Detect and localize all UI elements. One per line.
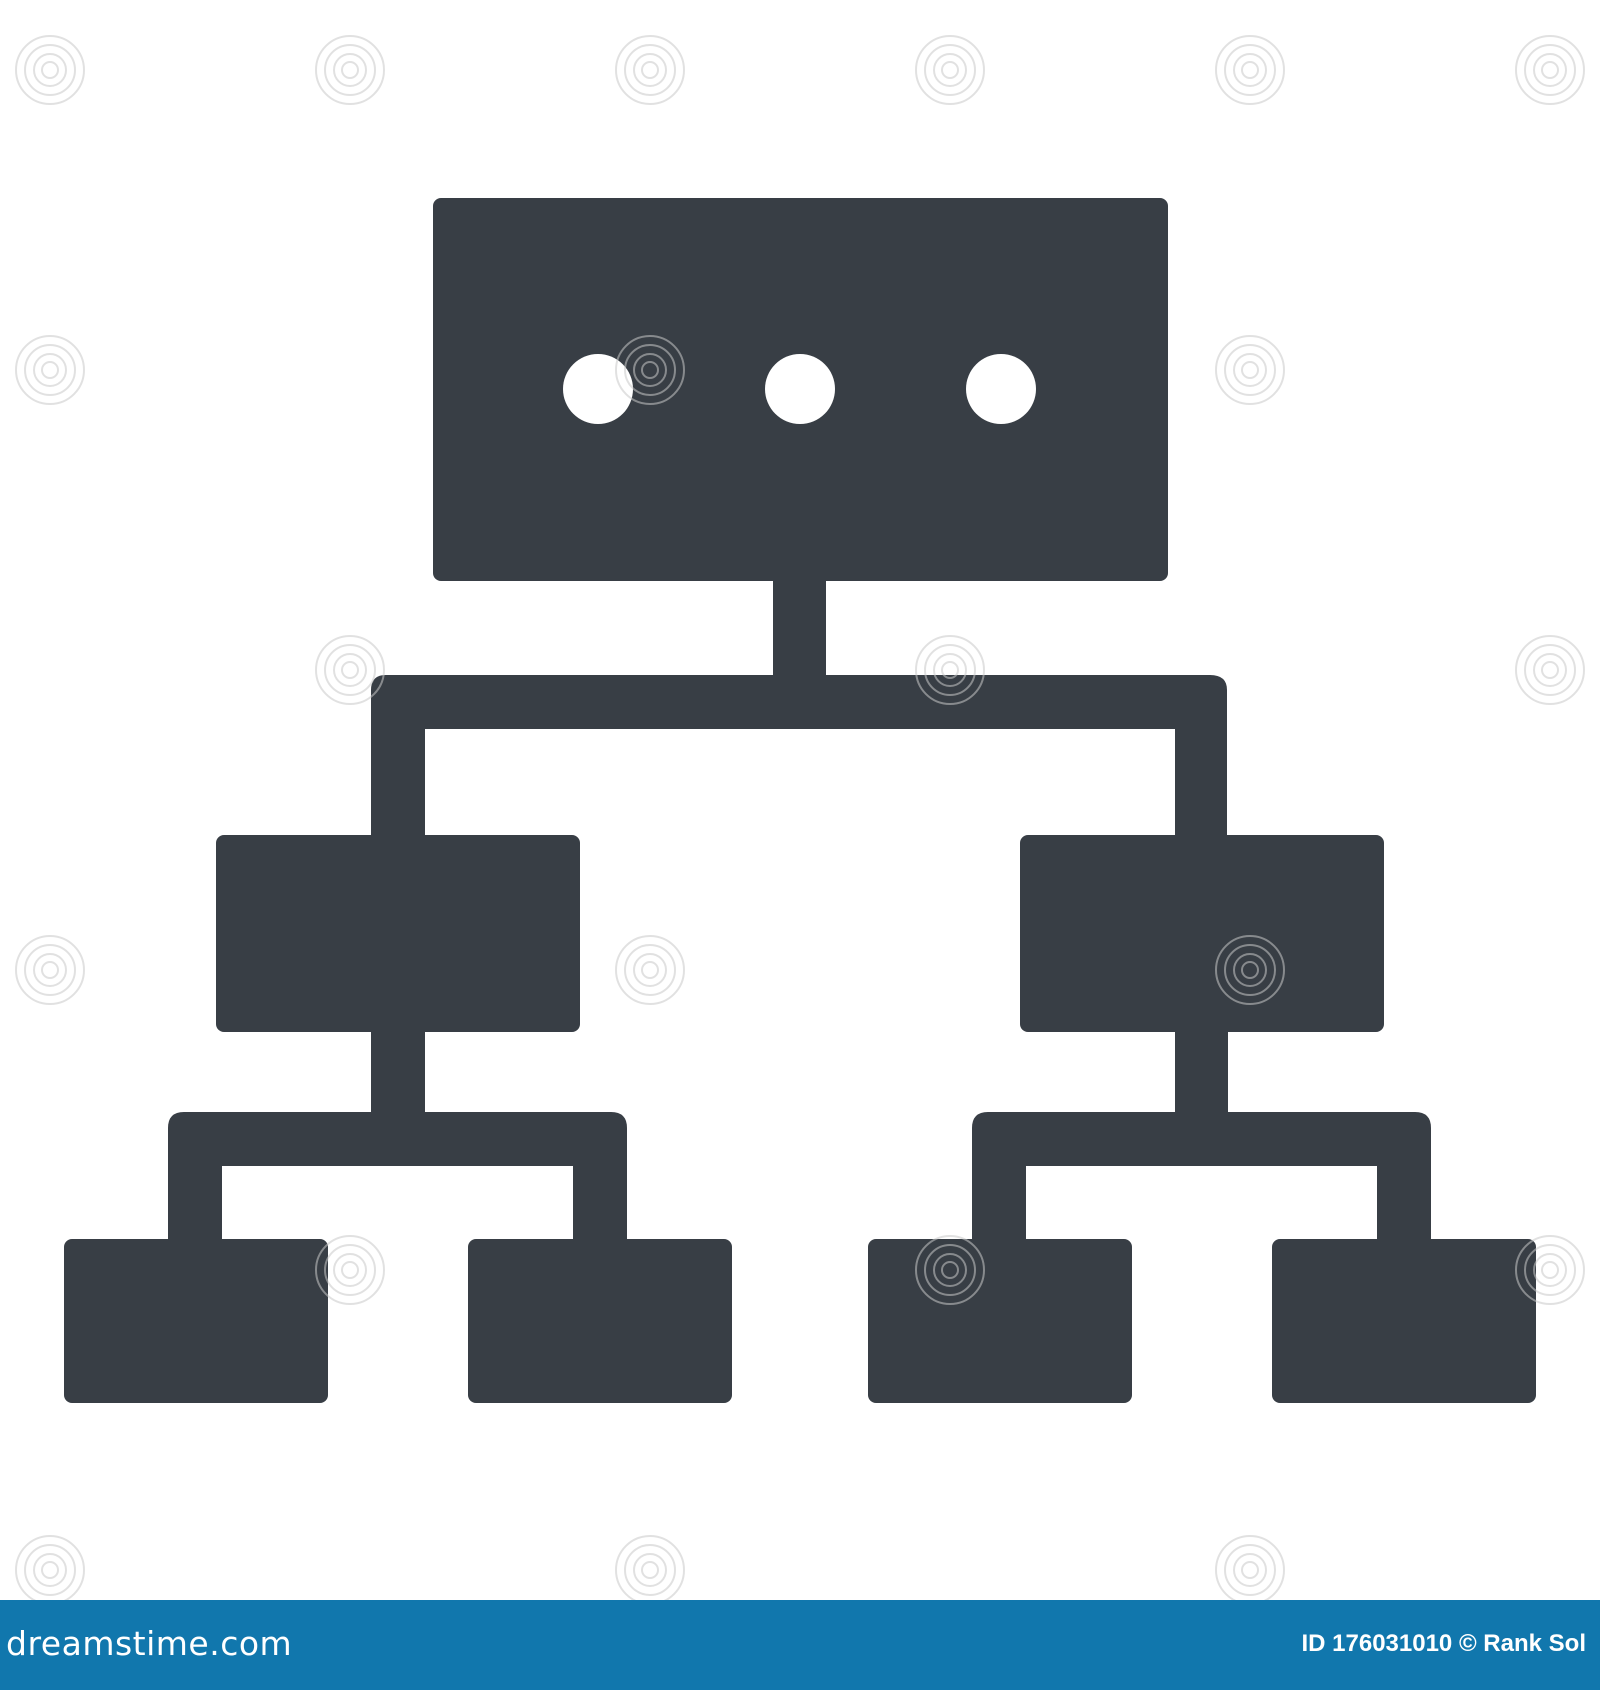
connector-root-stem bbox=[773, 578, 826, 680]
spiral-logo-icon bbox=[15, 1535, 85, 1600]
footer-brand: dreamstime.com bbox=[6, 1624, 293, 1663]
spiral-logo-icon bbox=[1515, 635, 1585, 705]
leaf-node-2 bbox=[468, 1239, 732, 1403]
spiral-logo-icon bbox=[1515, 1235, 1585, 1305]
spiral-logo-icon bbox=[15, 335, 85, 405]
watermark-layer bbox=[15, 35, 1585, 1600]
level1-left-node bbox=[216, 835, 580, 1032]
leaf-node-4 bbox=[1272, 1239, 1536, 1403]
spiral-logo-icon bbox=[315, 35, 385, 105]
footer-bar: dreamstime.com ID 176031010 © Rank Sol bbox=[0, 1600, 1600, 1690]
connector-lines bbox=[168, 578, 1431, 1240]
spiral-logo-icon bbox=[315, 635, 385, 705]
spiral-logo-icon bbox=[615, 1535, 685, 1600]
spiral-logo-icon bbox=[615, 35, 685, 105]
dot-icon bbox=[966, 354, 1036, 424]
connector-right-bar bbox=[972, 1112, 1431, 1240]
leaf-node-3 bbox=[868, 1239, 1132, 1403]
level1-right-node bbox=[1020, 835, 1384, 1032]
connector-left-bar bbox=[168, 1112, 627, 1240]
dot-icon bbox=[765, 354, 835, 424]
footer-image-id: ID 176031010 © Rank Sol bbox=[1301, 1630, 1586, 1657]
spiral-logo-icon bbox=[615, 935, 685, 1005]
spiral-logo-icon bbox=[915, 1235, 985, 1305]
spiral-logo-icon bbox=[1215, 1535, 1285, 1600]
spiral-logo-icon bbox=[915, 35, 985, 105]
connector-right-stem bbox=[1175, 1030, 1228, 1115]
spiral-logo-icon bbox=[1215, 935, 1285, 1005]
stock-image-canvas bbox=[15, 35, 1585, 1600]
leaf-node-1 bbox=[64, 1239, 328, 1403]
spiral-logo-icon bbox=[615, 335, 685, 405]
spiral-logo-icon bbox=[915, 635, 985, 705]
spiral-logo-icon bbox=[1215, 35, 1285, 105]
connector-level1-bar bbox=[371, 675, 1227, 836]
spiral-logo-icon bbox=[1515, 35, 1585, 105]
hierarchy-diagram bbox=[15, 35, 1585, 1600]
connector-left-stem bbox=[371, 1030, 425, 1115]
spiral-logo-icon bbox=[315, 1235, 385, 1305]
three-dots-icon bbox=[563, 354, 1036, 424]
spiral-logo-icon bbox=[1215, 335, 1285, 405]
spiral-logo-icon bbox=[15, 35, 85, 105]
spiral-logo-icon bbox=[15, 935, 85, 1005]
